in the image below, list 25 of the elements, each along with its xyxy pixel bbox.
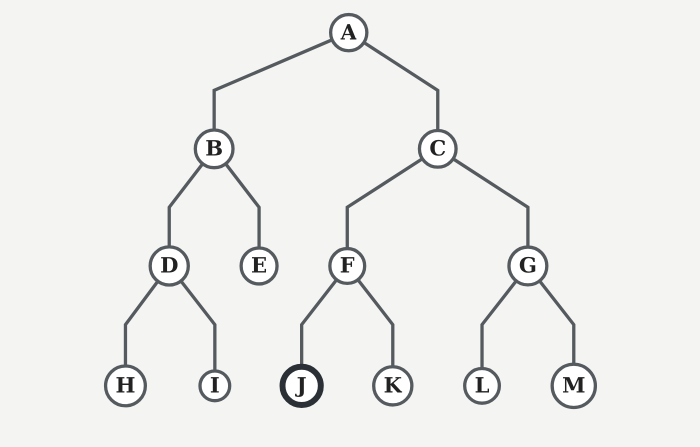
connector bbox=[179, 280, 216, 371]
connector bbox=[212, 38, 332, 130]
node-circle: F bbox=[328, 246, 366, 285]
node-circle: E bbox=[238, 246, 278, 286]
connector bbox=[345, 156, 423, 248]
connector bbox=[452, 156, 530, 247]
node-circle: H bbox=[103, 364, 147, 407]
connector bbox=[167, 162, 204, 246]
node-circle: J bbox=[279, 363, 324, 408]
connector bbox=[224, 162, 260, 248]
connector bbox=[356, 278, 394, 366]
node-circle: C bbox=[417, 128, 458, 168]
node-circle: B bbox=[193, 128, 234, 169]
connector bbox=[362, 40, 439, 130]
connector bbox=[123, 280, 159, 366]
node-circle: M bbox=[550, 362, 597, 409]
connector bbox=[300, 278, 338, 366]
node-circle: I bbox=[198, 368, 231, 402]
node-circle: K bbox=[372, 364, 414, 406]
node-circle: G bbox=[506, 244, 548, 286]
node-circle: L bbox=[462, 366, 501, 404]
connector bbox=[480, 279, 518, 368]
node-circle: D bbox=[148, 244, 190, 286]
node-circle: A bbox=[328, 12, 368, 52]
connector bbox=[538, 279, 575, 364]
